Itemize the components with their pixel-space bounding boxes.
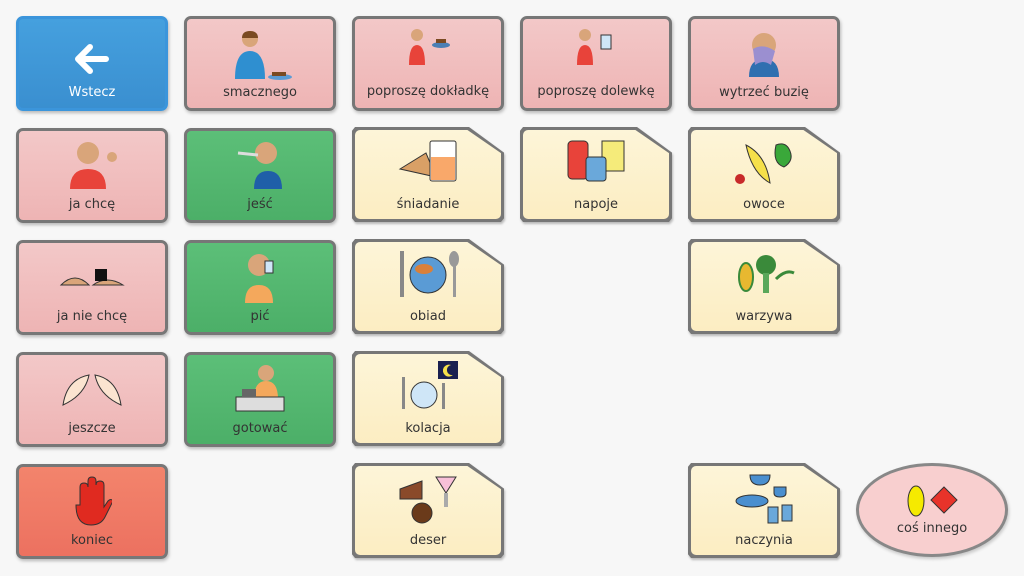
folder-naczynia[interactable]: naczynia xyxy=(688,463,840,558)
dolewka-label: poproszę dolewkę xyxy=(537,84,655,99)
ja-chce-label: ja chcę xyxy=(68,197,116,212)
hands-refuse-icon xyxy=(59,269,125,286)
wytrzec-buzie-button[interactable]: wytrzeć buzię xyxy=(688,16,840,111)
gotowac-label: gotować xyxy=(232,421,288,436)
wipe-face-icon xyxy=(749,33,779,77)
dinner-plate-icon xyxy=(400,251,459,297)
more-sign-icon xyxy=(62,374,122,406)
warzywa-label: warzywa xyxy=(735,309,793,324)
person-eating-icon xyxy=(237,142,282,189)
smacznego-label: smacznego xyxy=(223,85,297,100)
folder-warzywa[interactable]: warzywa xyxy=(688,239,840,334)
person-plate-icon xyxy=(409,29,450,65)
jesc-label: jeść xyxy=(247,197,273,212)
supper-moon-icon xyxy=(402,361,458,409)
person-thumbs-up-icon xyxy=(235,31,292,80)
sniadanie-label: śniadanie xyxy=(396,197,460,212)
cooking-icon xyxy=(235,365,285,412)
folder-kolacja[interactable]: kolacja xyxy=(352,351,504,446)
dishes-icon xyxy=(735,474,793,524)
ja-nie-chce-button[interactable]: ja nie chcę xyxy=(16,240,168,335)
kolacja-label: kolacja xyxy=(405,421,451,436)
folder-owoce[interactable]: owoce xyxy=(688,127,840,222)
stop-hand-icon xyxy=(75,476,112,526)
fruit-icon xyxy=(735,143,792,184)
ja-nie-chce-label: ja nie chcę xyxy=(56,309,128,324)
arrow-left-icon xyxy=(75,44,109,74)
person-want-icon xyxy=(70,142,117,189)
pic-label: pić xyxy=(250,309,270,324)
pic-button[interactable]: pić xyxy=(184,240,336,335)
gotowac-button[interactable]: gotować xyxy=(184,352,336,447)
dokladka-label: poproszę dokładkę xyxy=(366,84,490,99)
jeszcze-button[interactable]: jeszcze xyxy=(16,352,168,447)
ja-chce-button[interactable]: ja chcę xyxy=(16,128,168,223)
owoce-label: owoce xyxy=(743,197,785,212)
smacznego-button[interactable]: smacznego xyxy=(184,16,336,111)
koniec-label: koniec xyxy=(70,533,113,548)
cos-innego-label: coś innego xyxy=(896,521,968,536)
drinks-icon xyxy=(567,140,625,182)
wytrzec-label: wytrzeć buzię xyxy=(719,85,809,100)
jesc-button[interactable]: jeść xyxy=(184,128,336,223)
back-button[interactable]: Wstecz xyxy=(16,16,168,111)
breakfast-icon xyxy=(398,140,457,182)
jeszcze-label: jeszcze xyxy=(68,421,116,436)
obiad-label: obiad xyxy=(409,309,447,324)
napoje-label: napoje xyxy=(573,197,619,212)
person-drinking-icon xyxy=(245,254,274,303)
naczynia-label: naczynia xyxy=(735,533,793,548)
cos-innego-button[interactable]: coś innego xyxy=(856,463,1008,557)
dolewka-button[interactable]: poproszę dolewkę xyxy=(520,16,672,111)
folder-obiad[interactable]: obiad xyxy=(352,239,504,334)
folder-deser[interactable]: deser xyxy=(352,463,504,558)
folder-napoje[interactable]: napoje xyxy=(520,127,672,222)
folder-sniadanie[interactable]: śniadanie xyxy=(352,127,504,222)
koniec-button[interactable]: koniec xyxy=(16,464,168,559)
dokladka-button[interactable]: poproszę dokładkę xyxy=(352,16,504,111)
shapes-icon xyxy=(907,485,958,517)
back-label: Wstecz xyxy=(68,85,116,100)
person-cup-icon xyxy=(577,29,612,65)
vegetables-icon xyxy=(738,255,795,293)
dessert-icon xyxy=(399,476,457,524)
deser-label: deser xyxy=(409,533,447,548)
